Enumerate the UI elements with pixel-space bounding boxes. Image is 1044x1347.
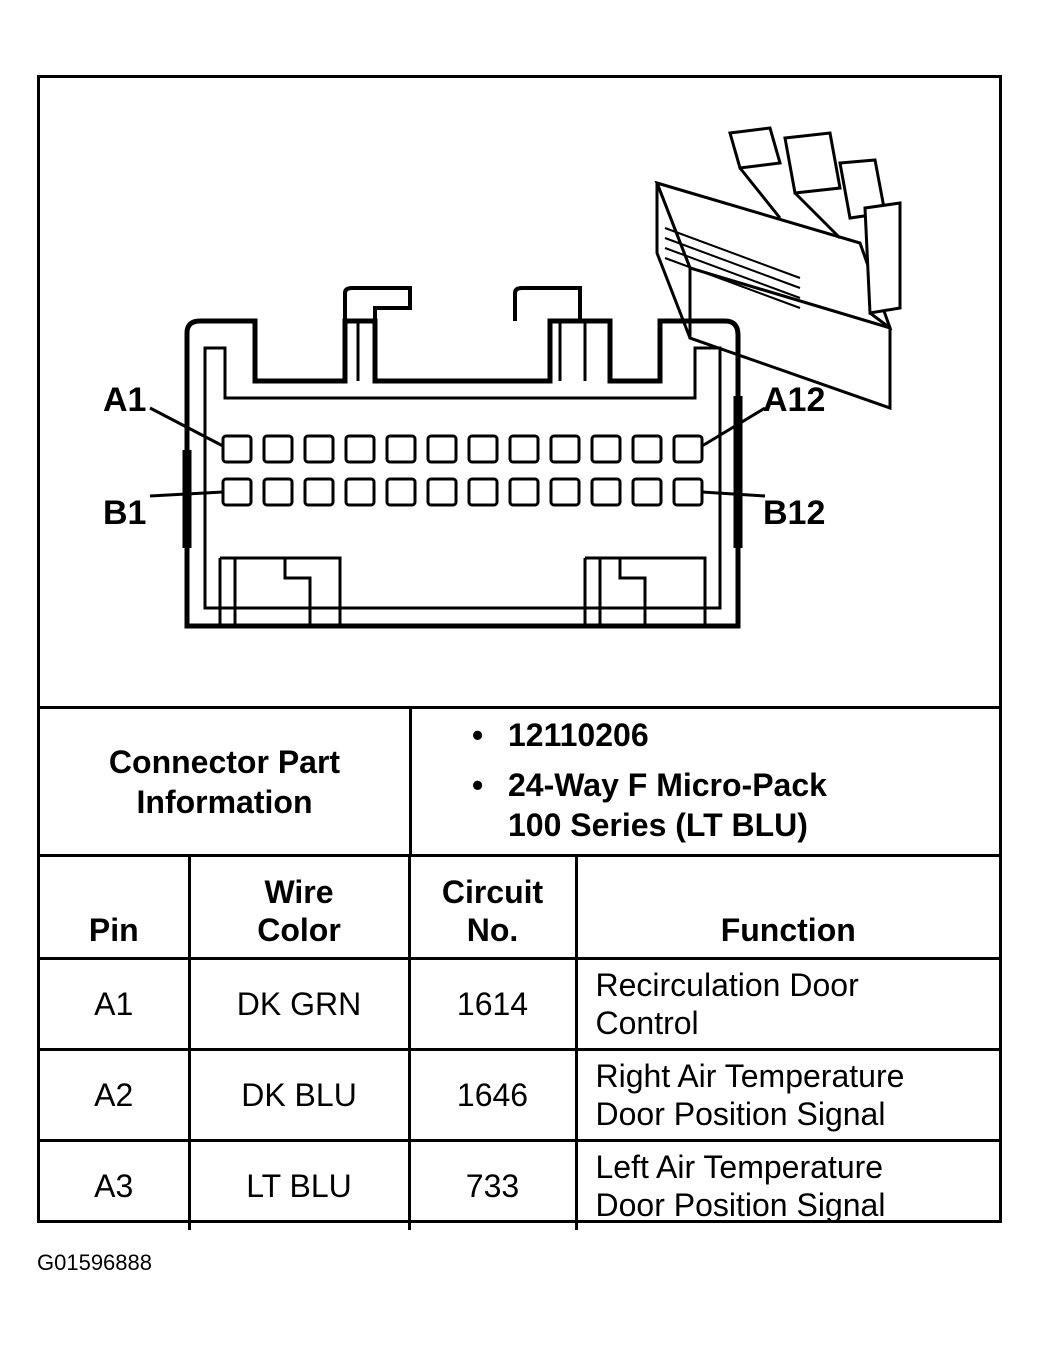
part-number: 12110206 xyxy=(472,715,999,755)
leader-a12 xyxy=(701,406,766,448)
circuit-cell: 733 xyxy=(407,1139,578,1230)
pin-cavity xyxy=(385,434,417,464)
leader-b1 xyxy=(149,490,224,498)
pin-label-b12: B12 xyxy=(763,494,826,532)
connector-part-info: Connector Part Information 12110206 24-W… xyxy=(40,706,999,854)
pin-cavity xyxy=(426,434,458,464)
pin-cavity xyxy=(467,434,499,464)
pin-cavity xyxy=(672,434,704,464)
connector-part-info-label: Connector Part Information xyxy=(40,709,412,854)
pin-label-a1: A1 xyxy=(103,381,147,419)
pin-cavity xyxy=(344,434,376,464)
pin-cavity xyxy=(590,477,622,507)
pin-cavity xyxy=(221,434,253,464)
pin-cavity xyxy=(549,477,581,507)
connector-part-info-values: 12110206 24-Way F Micro-Pack 100 Series … xyxy=(412,709,999,854)
connector-type-line1: 24-Way F Micro-Pack xyxy=(508,767,827,803)
header-pin: Pin xyxy=(40,854,191,960)
info-label-line2: Information xyxy=(136,783,313,820)
connector-type: 24-Way F Micro-Pack 100 Series (LT BLU) xyxy=(472,765,999,845)
pin-cell: A3 xyxy=(40,1139,191,1230)
info-label-line1: Connector Part xyxy=(108,743,341,780)
leader-a1 xyxy=(149,406,224,448)
connector-face-drawing xyxy=(149,126,902,629)
figure-id: G01596888 xyxy=(37,1250,152,1275)
pin-leader-lines xyxy=(149,406,766,498)
connector-figure-frame: A1 A12 B1 B12 Connector Part Information… xyxy=(37,75,1002,1230)
wire-color-cell: DK GRN xyxy=(187,957,411,1051)
pin-cavity-row-a xyxy=(221,434,704,464)
pin-cell: A2 xyxy=(40,1048,191,1142)
wire-color-cell: DK BLU xyxy=(187,1048,411,1142)
wire-color-cell: LT BLU xyxy=(187,1139,411,1230)
pin-cavity xyxy=(303,477,335,507)
connector-face-outline xyxy=(182,286,743,629)
pin-cavity xyxy=(221,477,253,507)
pin-cavity xyxy=(426,477,458,507)
pin-cavity xyxy=(631,477,663,507)
pin-cavity xyxy=(262,477,294,507)
pin-cavity xyxy=(344,477,376,507)
pin-label-b1: B1 xyxy=(103,494,147,532)
connector-diagram: A1 A12 B1 B12 xyxy=(40,78,999,706)
pin-cavity xyxy=(385,477,417,507)
pin-cavity xyxy=(303,434,335,464)
header-function: Function xyxy=(574,854,999,960)
pin-cavity xyxy=(549,434,581,464)
pin-cavity-row-b xyxy=(221,477,704,507)
circuit-cell: 1646 xyxy=(407,1048,578,1142)
pin-cavity xyxy=(631,434,663,464)
pin-cavity xyxy=(672,477,704,507)
pin-cavity xyxy=(508,477,540,507)
pin-cavity xyxy=(508,434,540,464)
leader-b12 xyxy=(701,490,766,498)
circuit-cell: 1614 xyxy=(407,957,578,1051)
pin-cell: A1 xyxy=(40,957,191,1051)
pin-label-a12: A12 xyxy=(763,381,826,419)
connector-3d-icon xyxy=(654,126,902,411)
connector-type-line2: 100 Series (LT BLU) xyxy=(508,807,808,843)
pin-cavity xyxy=(590,434,622,464)
pin-cavity xyxy=(262,434,294,464)
pin-cavity xyxy=(467,477,499,507)
